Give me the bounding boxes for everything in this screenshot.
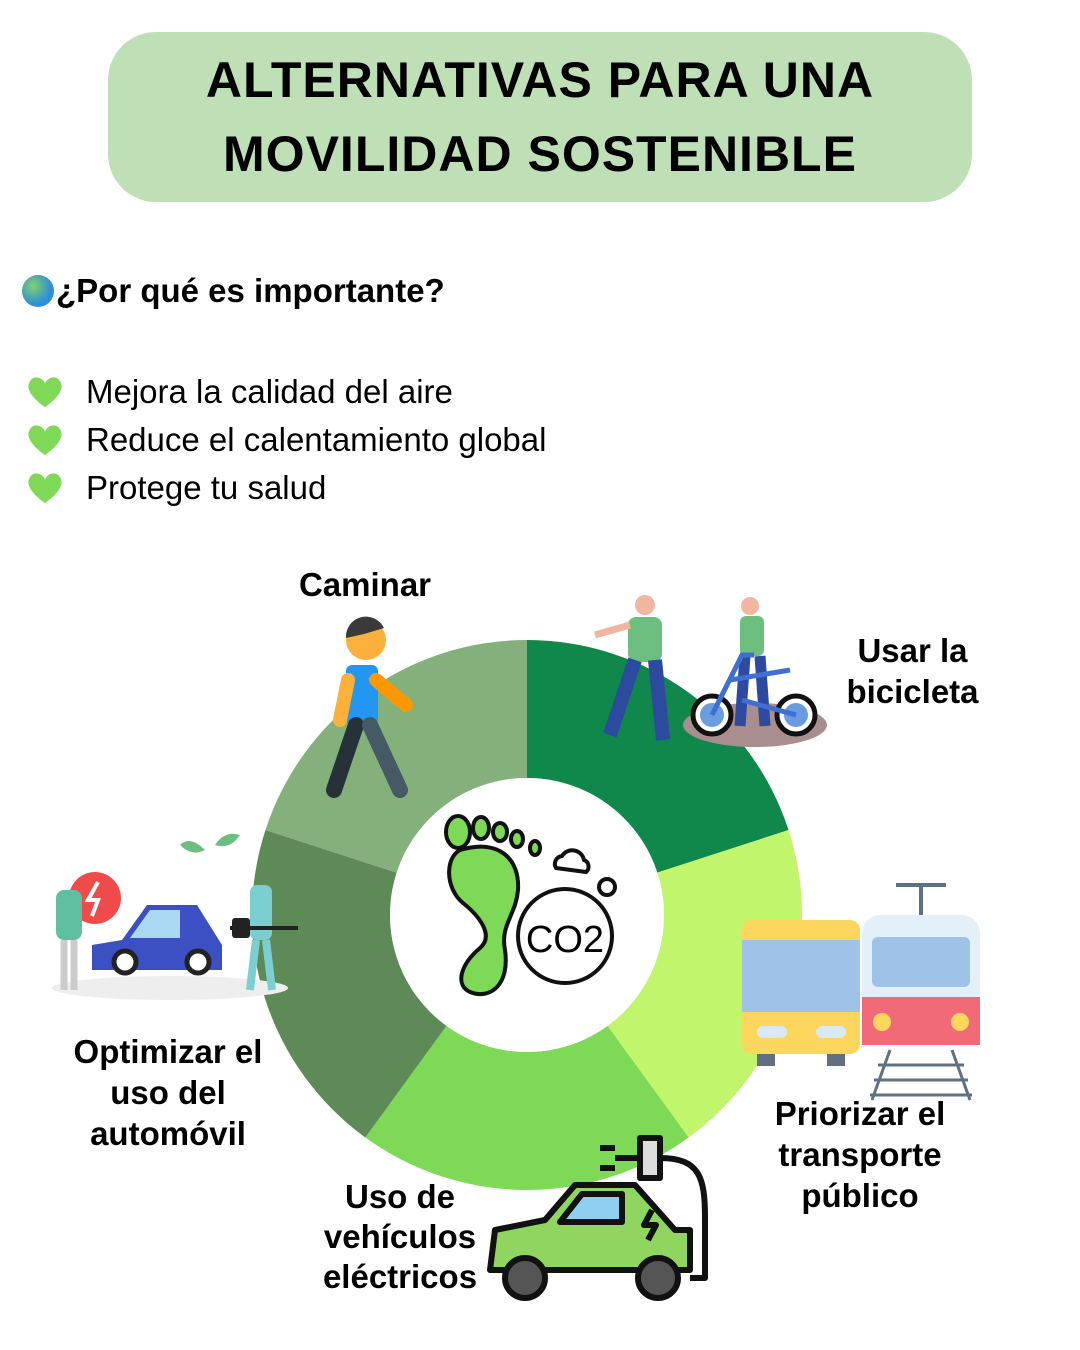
label-caminar: Caminar: [280, 564, 450, 605]
bus-train-icon: [742, 883, 980, 1101]
why-heading: ¿Por qué es importante?: [22, 272, 445, 310]
benefit-text: Protege tu salud: [86, 469, 327, 506]
title-line-2: MOVILIDAD SOSTENIBLE: [223, 126, 857, 182]
label-line: Priorizar el: [774, 1095, 946, 1132]
green-heart-icon: [28, 473, 62, 504]
label-line: transporte: [778, 1136, 942, 1173]
label-line: vehículos: [323, 1218, 477, 1255]
label-transporte-publico: Priorizar el transporte público: [755, 1093, 965, 1216]
label-line: Uso de: [344, 1178, 456, 1215]
walking-person-icon: [326, 616, 413, 798]
benefit-text: Mejora la calidad del aire: [86, 373, 453, 410]
label-line: uso del: [110, 1074, 226, 1111]
benefit-item: Reduce el calentamiento global: [26, 416, 546, 464]
label-line: Optimizar el: [73, 1033, 263, 1070]
title-line-1: ALTERNATIVAS PARA UNA: [205, 52, 875, 108]
donut-segment: [527, 640, 789, 873]
label-line: bicicleta: [846, 673, 979, 710]
benefit-text: Reduce el calentamiento global: [86, 421, 547, 458]
benefit-item: Protege tu salud: [26, 464, 546, 512]
donut-segment: [265, 640, 527, 873]
carpool-people-icon: [52, 833, 298, 1000]
donut-segment: [252, 830, 447, 1138]
label-line: eléctricos: [322, 1258, 478, 1295]
green-heart-icon: [28, 425, 62, 456]
label-line: Usar la: [857, 632, 968, 669]
benefits-list: Mejora la calidad del aire Reduce el cal…: [26, 368, 546, 512]
why-heading-text: ¿Por qué es importante?: [56, 272, 445, 309]
donut-segment: [607, 830, 802, 1138]
green-heart-icon: [28, 377, 62, 408]
label-line: Caminar: [298, 566, 432, 603]
label-line: automóvil: [90, 1115, 246, 1152]
globe-icon: [22, 275, 54, 307]
label-line: público: [801, 1177, 919, 1214]
electric-car-icon: [487, 1135, 708, 1301]
label-automovil: Optimizar el uso del automóvil: [58, 1031, 278, 1154]
title-banner: ALTERNATIVAS PARA UNA MOVILIDAD SOSTENIB…: [108, 32, 972, 202]
label-vehiculos-electricos: Uso de vehículos eléctricos: [305, 1177, 495, 1297]
bicycle-people-icon: [594, 595, 827, 747]
co2-footprint-icon: [444, 814, 617, 997]
label-bicicleta: Usar la bicicleta: [830, 630, 995, 712]
co2-text: CO2: [526, 919, 604, 961]
benefit-item: Mejora la calidad del aire: [26, 368, 546, 416]
